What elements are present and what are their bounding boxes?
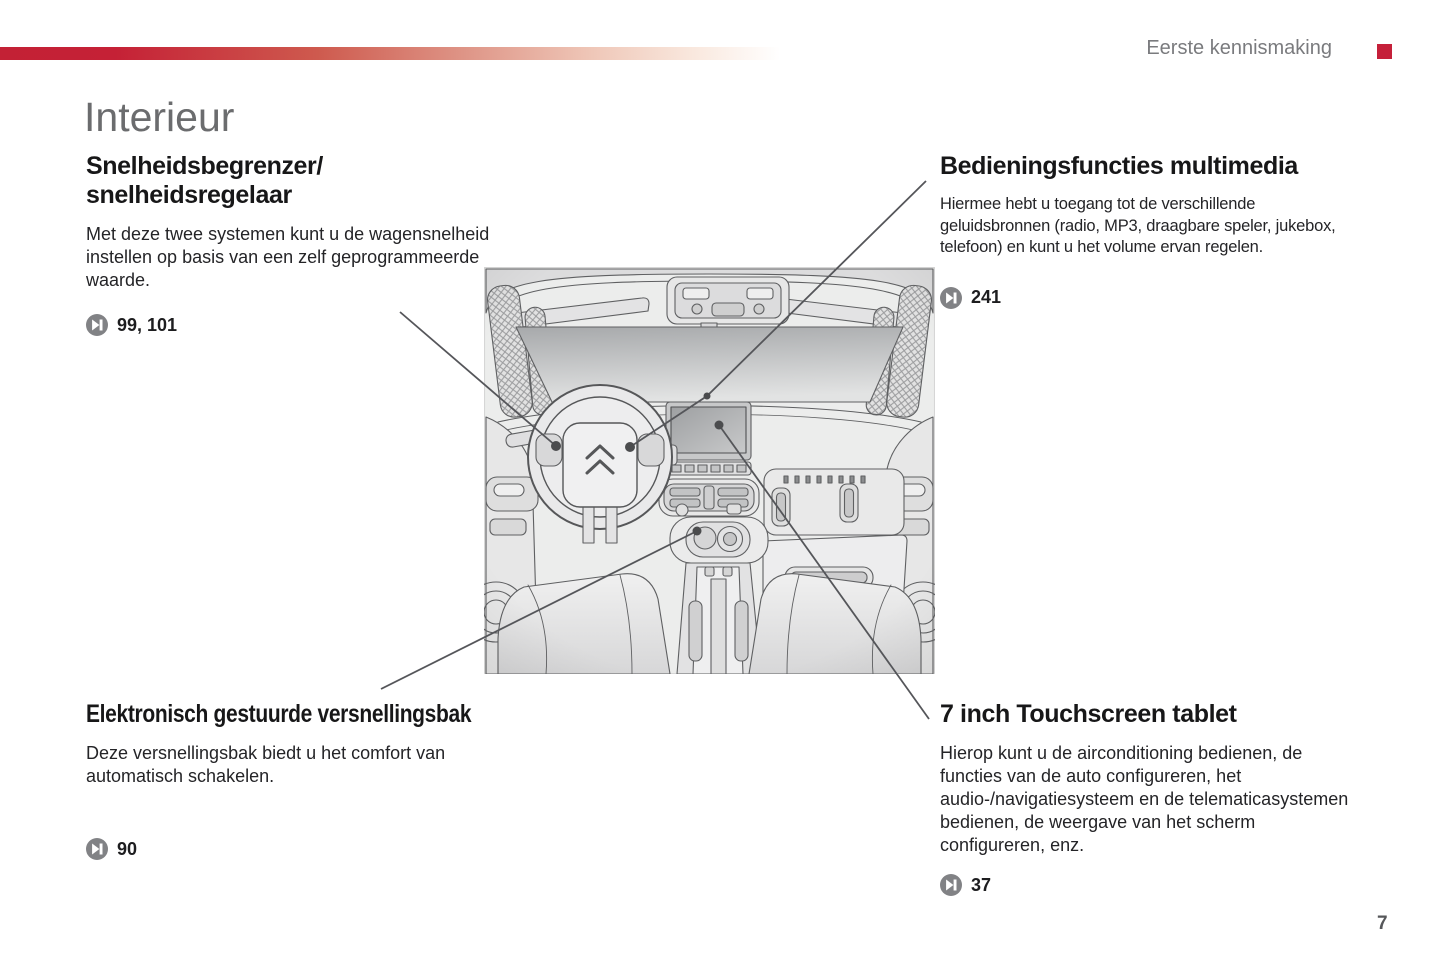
- page-title: Interieur: [84, 94, 235, 140]
- section-multimedia: Bedieningsfuncties multimedia Hiermee he…: [940, 152, 1360, 309]
- section-gearbox: Elektronisch gestuurde versnellingsbak D…: [86, 700, 566, 860]
- page-ref-number: 37: [971, 874, 992, 895]
- page-ref-icon: [940, 874, 962, 896]
- page-ref-icon: [86, 838, 108, 860]
- section-body: Met deze twee systemen kunt u de wagensn…: [86, 224, 490, 290]
- page-ref-number: 241: [971, 287, 1002, 307]
- chapter-marker-square: [1377, 44, 1392, 59]
- section-body: Hierop kunt u de airconditioning bediene…: [940, 743, 1349, 855]
- page-number: 7: [1377, 913, 1388, 934]
- section-touchscreen: 7 inch Touchscreen tablet Hierop kunt u …: [940, 700, 1360, 896]
- page-ref-icon: [940, 286, 962, 309]
- page-ref-link[interactable]: 90: [86, 838, 566, 860]
- page-ref-link[interactable]: 241: [940, 286, 1360, 309]
- section-speed-limiter: Snelheidsbegrenzer/snelheidsregelaar Met…: [86, 152, 491, 336]
- page-ref-number: 90: [117, 838, 138, 859]
- car-interior-illustration: [484, 267, 935, 674]
- chapter-label: Eerste kennismaking: [1146, 37, 1332, 59]
- accent-gradient-bar: [0, 47, 1445, 60]
- section-body: Hiermee hebt u toegang tot de verschille…: [940, 195, 1336, 256]
- page-ref-link[interactable]: 37: [940, 874, 1360, 896]
- section-heading: Snelheidsbegrenzer/snelheidsregelaar: [86, 152, 323, 209]
- page-ref-number: 99, 101: [117, 314, 178, 335]
- section-heading: 7 inch Touchscreen tablet: [940, 700, 1237, 728]
- section-body: Deze versnellingsbak biedt u het comfort…: [86, 743, 446, 786]
- section-heading: Elektronisch gestuurde versnellingsbak: [86, 700, 472, 728]
- page-ref-link[interactable]: 99, 101: [86, 314, 491, 336]
- page-ref-icon: [86, 314, 108, 336]
- section-heading: Bedieningsfuncties multimedia: [940, 152, 1298, 180]
